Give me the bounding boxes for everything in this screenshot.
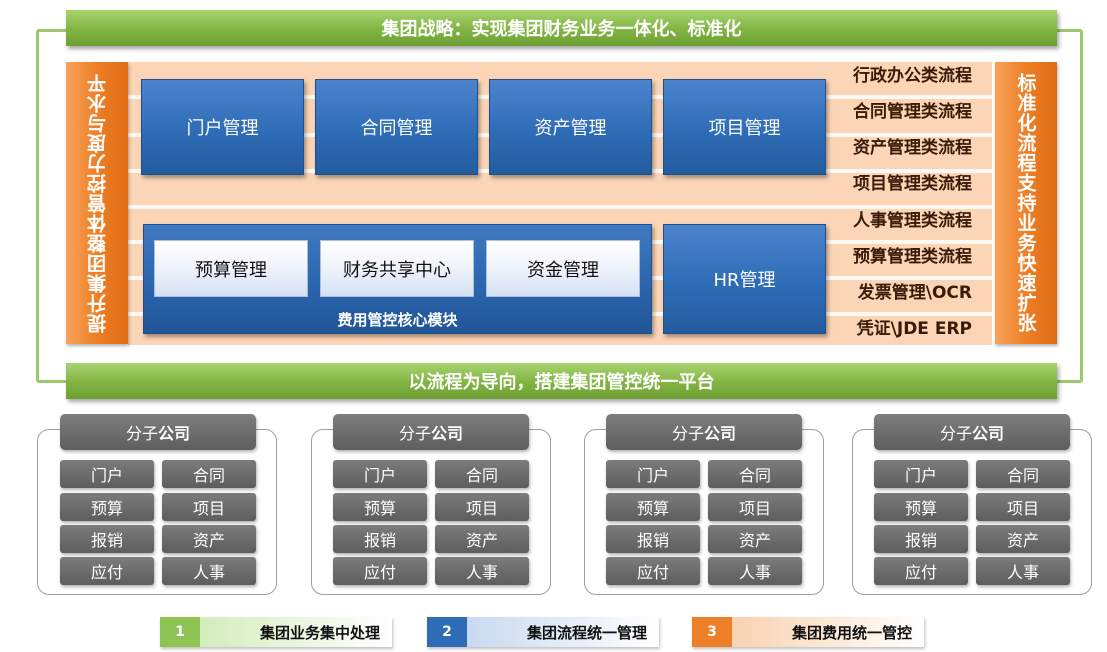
- subsidiary-item: 资产: [976, 525, 1070, 553]
- subsidiary-item: 合同: [708, 460, 802, 488]
- subsidiary-item: 资产: [708, 525, 802, 553]
- subsidiary-item: 报销: [60, 525, 154, 553]
- subsidiary-title: 分子公司: [60, 414, 256, 450]
- subsidiary-item: 项目: [976, 493, 1070, 521]
- subsidiary-title: 分子公司: [874, 414, 1070, 450]
- subsidiary-item: 应付: [60, 557, 154, 585]
- subsidiary-item: 项目: [435, 493, 529, 521]
- right-goal-text: 标准化流程支持业务快速扩张: [1014, 73, 1037, 333]
- subsidiary-item: 报销: [333, 525, 427, 553]
- legend-text: 集团费用统一管控: [732, 617, 924, 647]
- subsidiary-item: 资产: [162, 525, 256, 553]
- subsidiary-item: 人事: [976, 557, 1070, 585]
- subsidiary-item: 预算: [606, 493, 700, 521]
- subsidiary-item: 门户: [606, 460, 700, 488]
- module-budget: 预算管理: [154, 240, 308, 297]
- subsidiary-item: 项目: [162, 493, 256, 521]
- process-item: 人事管理类流程: [853, 211, 972, 231]
- left-goal-bar: 提升集团整体管控力度与水平: [66, 62, 128, 344]
- subsidiary-item: 合同: [976, 460, 1070, 488]
- module-hr: HR管理: [663, 224, 826, 334]
- process-item: 行政办公类流程: [853, 66, 972, 86]
- subsidiary-item: 合同: [162, 460, 256, 488]
- subsidiary-title-part: 公司: [431, 424, 464, 443]
- subsidiary-item: 人事: [708, 557, 802, 585]
- module-portal: 门户管理: [141, 79, 304, 175]
- platform-banner: 以流程为导向，搭建集团管控统一平台: [66, 363, 1057, 399]
- subsidiary-item: 预算: [874, 493, 968, 521]
- legend-item-1: 1 集团业务集中处理: [160, 617, 392, 647]
- legend-item-3: 3 集团费用统一管控: [692, 617, 924, 647]
- module-asset: 资产管理: [489, 79, 652, 175]
- legend-text: 集团业务集中处理: [200, 617, 392, 647]
- subsidiary-item: 预算: [333, 493, 427, 521]
- process-item: 项目管理类流程: [853, 174, 972, 194]
- subsidiary-title-part: 分子: [939, 424, 972, 443]
- core-module-group: 预算管理 财务共享中心 资金管理 费用管控核心模块: [143, 224, 652, 334]
- legend-number: 3: [692, 617, 732, 647]
- subsidiary-item: 预算: [60, 493, 154, 521]
- process-item: 凭证\JDE ERP: [856, 319, 972, 339]
- legend-item-2: 2 集团流程统一管理: [427, 617, 659, 647]
- subsidiary-item: 应付: [333, 557, 427, 585]
- subsidiary-item: 报销: [606, 525, 700, 553]
- module-project: 项目管理: [663, 79, 826, 175]
- right-goal-bar: 标准化流程支持业务快速扩张: [995, 62, 1057, 344]
- subsidiary-title-part: 公司: [158, 424, 191, 443]
- subsidiary-item: 应付: [606, 557, 700, 585]
- strategy-banner: 集团战略：实现集团财务业务一体化、标准化: [66, 10, 1057, 46]
- subsidiary-item: 资产: [435, 525, 529, 553]
- module-shared-service-center: 财务共享中心: [320, 240, 474, 297]
- process-item: 合同管理类流程: [853, 102, 972, 122]
- subsidiary-item: 应付: [874, 557, 968, 585]
- legend-number: 2: [427, 617, 467, 647]
- module-contract: 合同管理: [315, 79, 478, 175]
- subsidiary-item: 报销: [874, 525, 968, 553]
- subsidiary-item: 项目: [708, 493, 802, 521]
- process-item: 预算管理类流程: [853, 247, 972, 267]
- subsidiary-item: 门户: [333, 460, 427, 488]
- subsidiary-title-part: 公司: [972, 424, 1005, 443]
- module-treasury: 资金管理: [486, 240, 640, 297]
- process-item: 发票管理\OCR: [857, 283, 972, 303]
- subsidiary-title-part: 分子: [671, 424, 704, 443]
- subsidiary-item: 门户: [874, 460, 968, 488]
- subsidiary-item: 合同: [435, 460, 529, 488]
- legend-text: 集团流程统一管理: [467, 617, 659, 647]
- subsidiary-item: 人事: [435, 557, 529, 585]
- process-item: 资产管理类流程: [853, 138, 972, 158]
- panel-stripe: [128, 205, 992, 209]
- subsidiary-title: 分子公司: [606, 414, 802, 450]
- subsidiary-title-part: 分子: [125, 424, 158, 443]
- legend-number: 1: [160, 617, 200, 647]
- subsidiary-title-part: 分子: [398, 424, 431, 443]
- subsidiary-item: 门户: [60, 460, 154, 488]
- subsidiary-item: 人事: [162, 557, 256, 585]
- core-module-title: 费用管控核心模块: [337, 311, 458, 329]
- subsidiary-title-part: 公司: [704, 424, 737, 443]
- left-goal-text: 提升集团整体管控力度与水平: [86, 73, 109, 333]
- subsidiary-title: 分子公司: [333, 414, 529, 450]
